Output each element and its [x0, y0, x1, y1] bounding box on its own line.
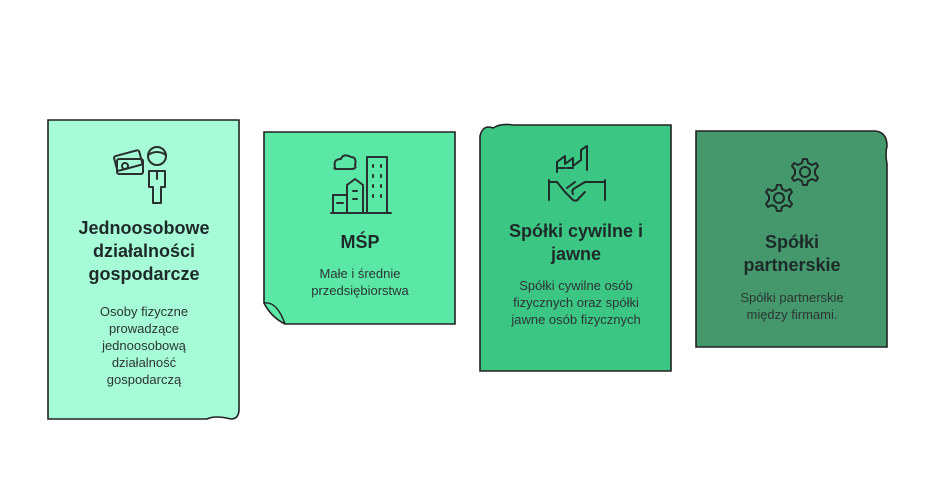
- card-description: Małe i średnie przedsiębiorstwa: [311, 266, 409, 298]
- city-buildings-icon: [330, 154, 392, 214]
- card-title: Spółki cywilne i jawne: [508, 221, 644, 264]
- card-description: Spółki cywilne osób fizycznych oraz spół…: [511, 278, 641, 327]
- gears-icon: [765, 158, 819, 212]
- card-title: MŚP: [340, 232, 380, 252]
- card-background: [695, 130, 888, 348]
- card-title: Jednoosobowe działalności gospodarcze: [78, 218, 210, 284]
- card-background: [263, 131, 456, 325]
- card-description: Spółki partnerskie między firmami.: [740, 290, 844, 322]
- handshake-factory-icon: [548, 145, 606, 202]
- card-background: [47, 119, 240, 420]
- card-title: Spółki partnerskie: [743, 232, 841, 275]
- card-professional-partnerships: Spółki partnerskie Spółki partnerskie mi…: [695, 130, 889, 349]
- card-sole-proprietorship: Jednoosobowe działalności gospodarcze Os…: [47, 119, 241, 421]
- card-sme: MŚP Małe i średnie przedsiębiorstwa: [263, 131, 457, 326]
- card-background: [479, 123, 672, 372]
- card-description: Osoby fizyczne prowadzące jednoosobową d…: [99, 304, 189, 387]
- person-with-money-icon: [113, 146, 167, 204]
- card-civil-partnerships: Spółki cywilne i jawne Spółki cywilne os…: [479, 122, 673, 373]
